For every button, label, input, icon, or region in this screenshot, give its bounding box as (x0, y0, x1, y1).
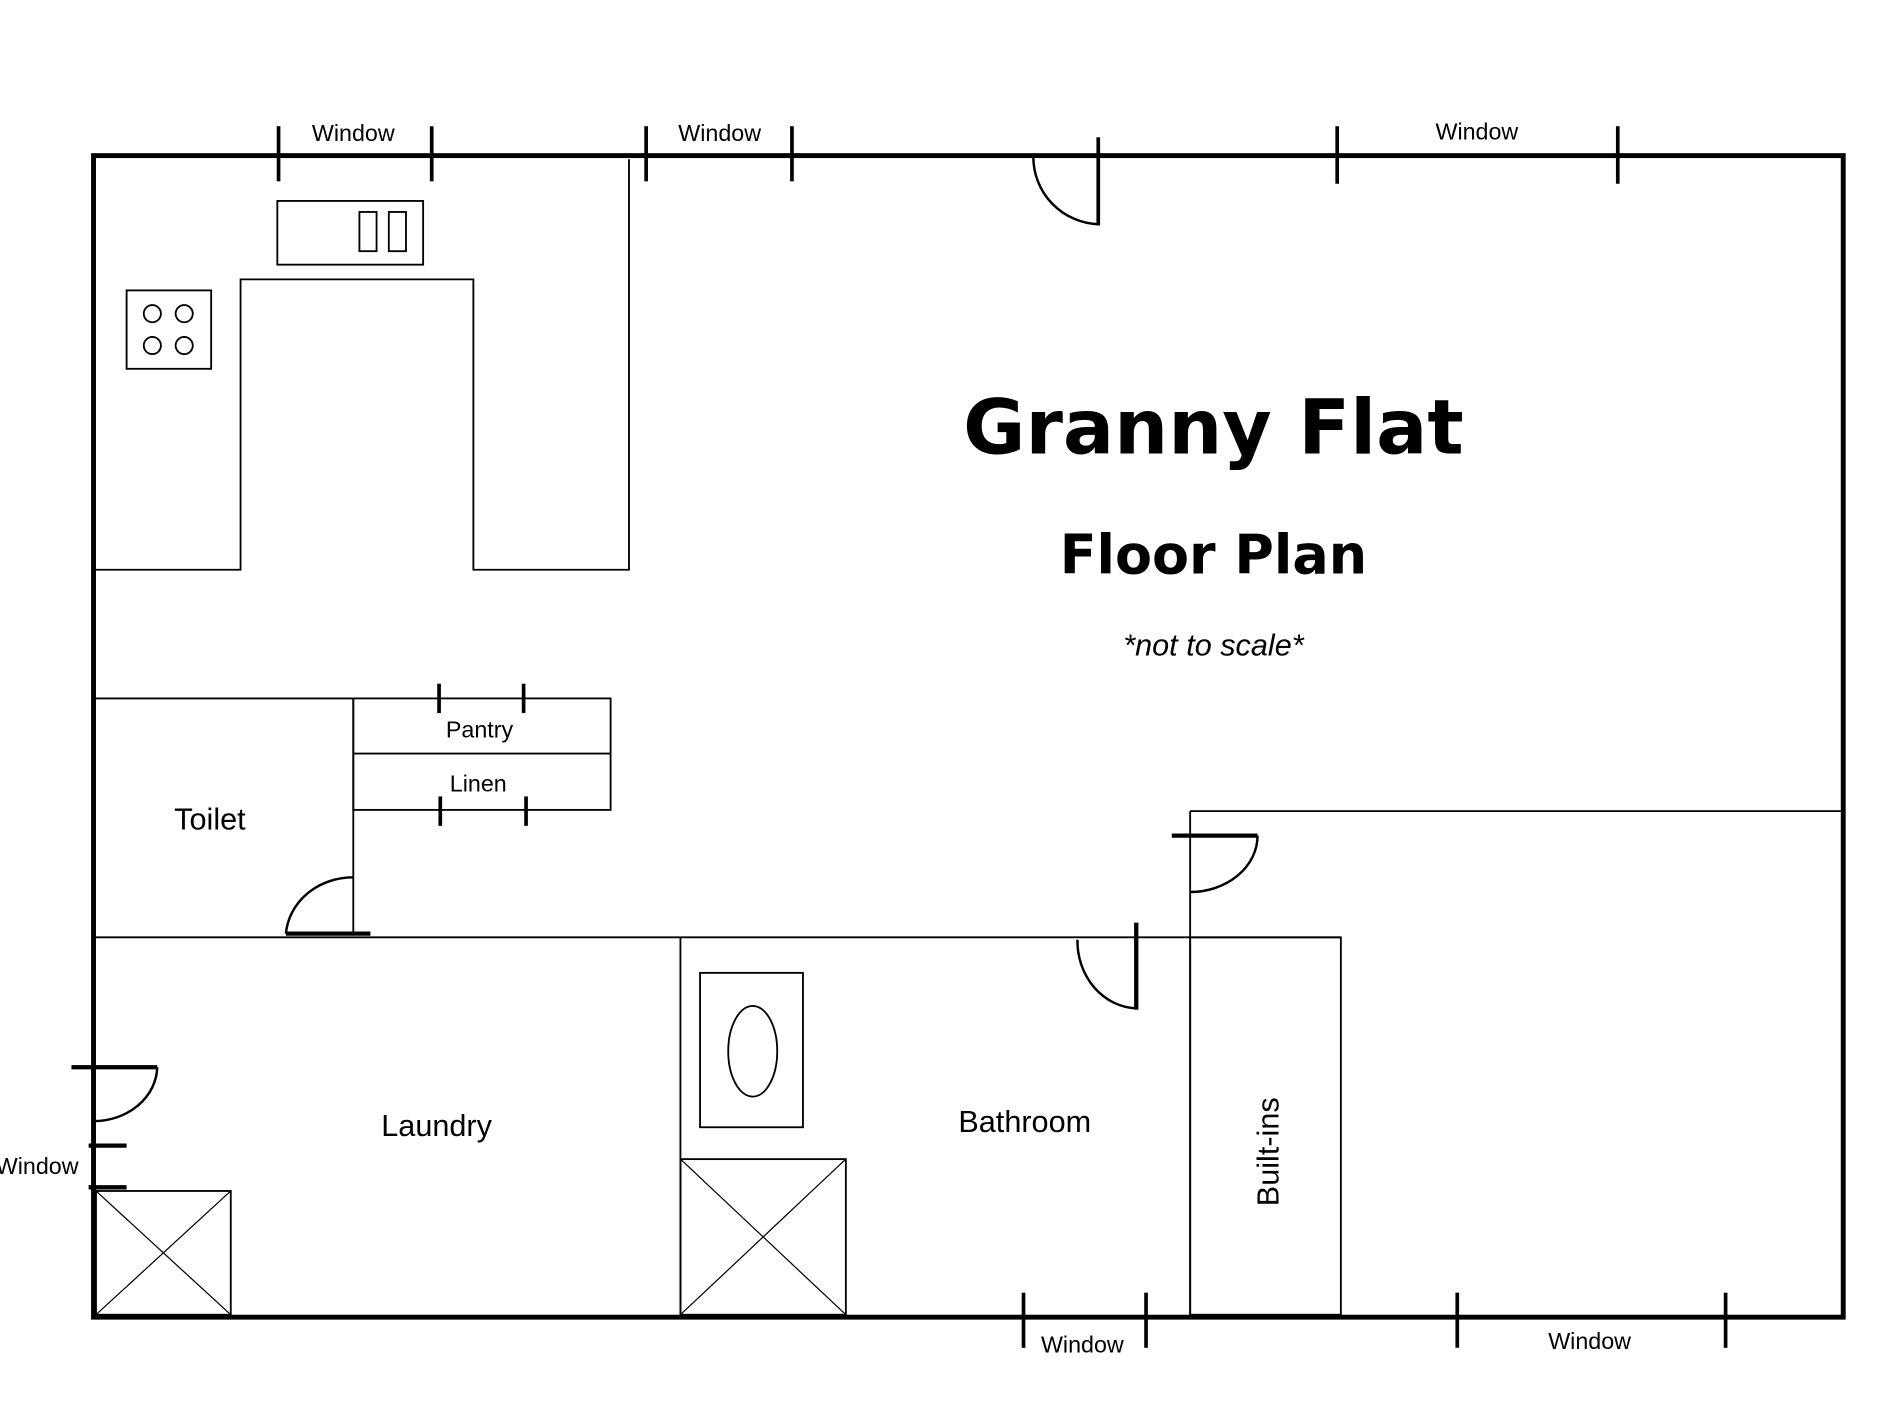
room-label-laundry: Laundry (381, 1109, 492, 1143)
window-label: Window (678, 120, 761, 146)
window-label: Window (1435, 119, 1518, 145)
basin-icon (699, 971, 804, 1129)
room-label-pantry: Pantry (446, 717, 514, 743)
cupboard-door-marks (437, 683, 528, 826)
room-label-linen: Linen (450, 771, 507, 797)
room-label-toilet: Toilet (174, 803, 246, 837)
laundry-tub-icon (95, 1190, 232, 1316)
built-ins-cupboard (1189, 936, 1342, 1316)
kitchen-bench (95, 159, 630, 571)
page-title: Granny Flat (963, 382, 1464, 471)
window-bottom-2: Window (1455, 1292, 1728, 1354)
outer-wall (91, 153, 1846, 1320)
page-subtitle: Floor Plan (1060, 523, 1367, 586)
window-label: Window (0, 1153, 79, 1179)
bathroom-door (1076, 922, 1139, 1010)
sink-icon (276, 200, 425, 266)
room-label-bathroom: Bathroom (958, 1105, 1091, 1139)
window-label: Window (1041, 1332, 1124, 1358)
window-label: Window (312, 120, 395, 146)
room-label-builtins: Built-ins (1251, 1097, 1285, 1206)
window-top-2: Window (644, 120, 794, 182)
window-bottom-1: Window (1021, 1292, 1148, 1358)
cooktop-icon (125, 289, 213, 370)
window-top-3: Window (1335, 119, 1620, 184)
toilet-door (284, 876, 371, 936)
window-label: Window (1548, 1328, 1631, 1354)
scale-note: *not to scale* (1123, 629, 1305, 663)
side-door (71, 1065, 159, 1123)
window-left: Window (0, 1143, 127, 1190)
window-top-1: Window (276, 120, 434, 182)
shower-icon (679, 1158, 847, 1316)
front-door (1032, 137, 1101, 226)
bedroom-door (1171, 833, 1259, 894)
